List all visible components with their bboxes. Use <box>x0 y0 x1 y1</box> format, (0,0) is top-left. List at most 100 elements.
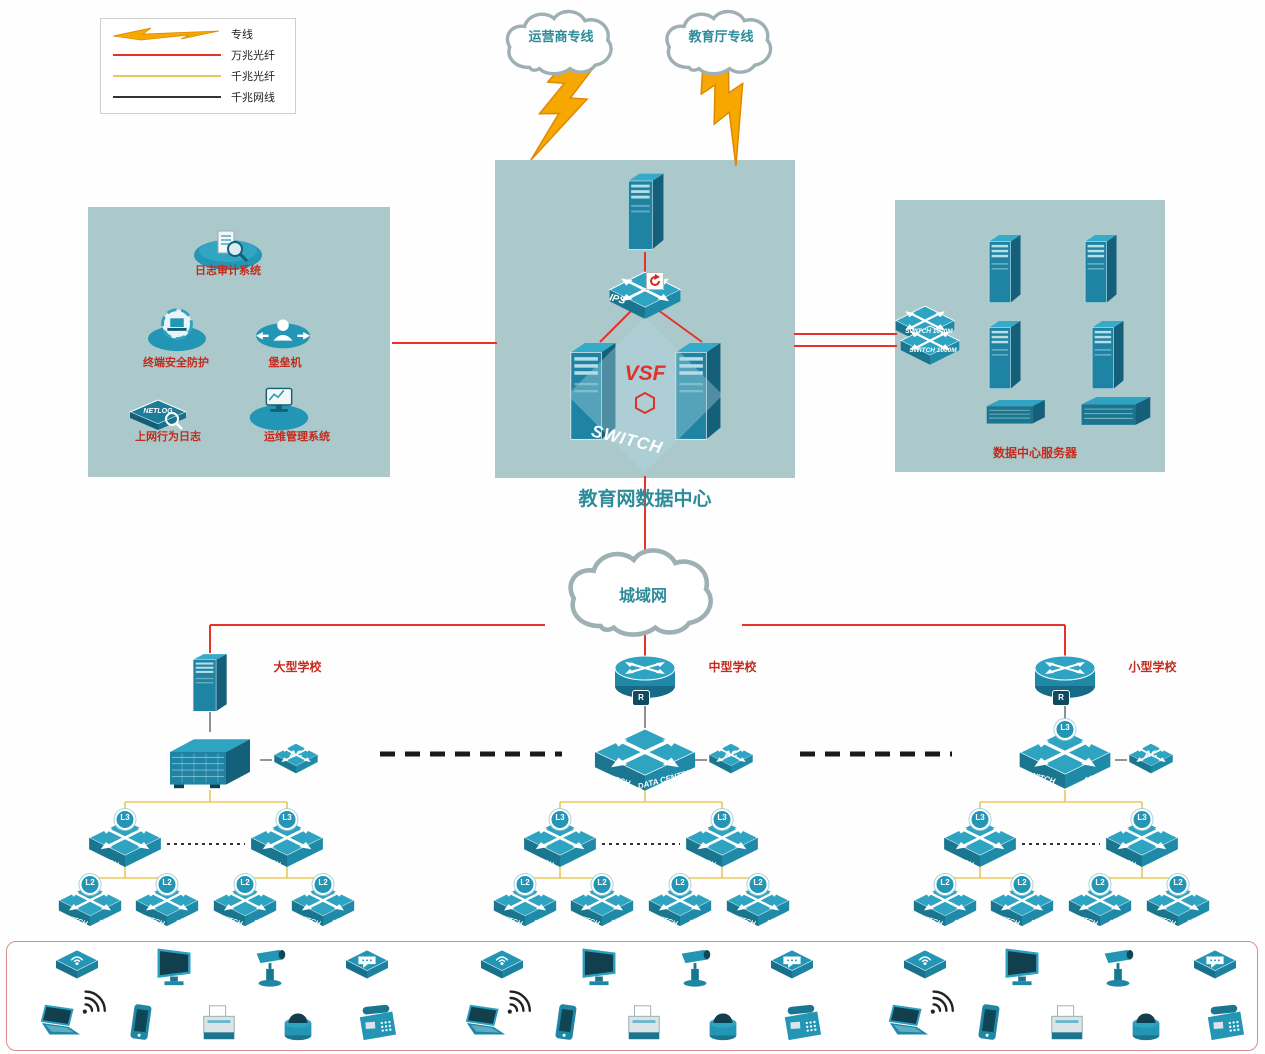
desk-phone-icon[interactable] <box>779 1002 825 1044</box>
bastion-host-icon[interactable] <box>244 306 322 356</box>
smartphone-icon[interactable] <box>117 1002 163 1044</box>
printer-icon[interactable] <box>621 1002 667 1044</box>
ips-status-icon <box>646 272 664 290</box>
l2-access-switch[interactable]: L2 SWITCH 1000M <box>134 874 200 928</box>
red-line-sample <box>113 53 221 56</box>
endpoint-group-medium <box>455 944 835 1046</box>
endpoint-protection-icon[interactable] <box>138 300 216 354</box>
legend-row-dedicated: 专线 <box>101 23 295 44</box>
desktop-monitor-icon[interactable] <box>999 946 1045 988</box>
dome-camera-icon[interactable] <box>700 1002 746 1044</box>
smartphone-icon[interactable] <box>542 1002 588 1044</box>
l3-badge: L3 <box>1131 809 1153 830</box>
firewall-device[interactable] <box>627 173 664 250</box>
l2-badge: L2 <box>312 874 334 895</box>
vsf-hexagon-icon <box>635 392 655 414</box>
laptop-icon[interactable] <box>38 1002 84 1044</box>
l2-badge: L2 <box>1167 874 1189 895</box>
l2-badge: L2 <box>514 874 536 895</box>
printer-icon[interactable] <box>196 1002 242 1044</box>
netlog-text: NETLOG <box>143 408 173 415</box>
netlog-icon[interactable]: NETLOG <box>118 382 198 434</box>
l2-access-switch[interactable]: L2 SWITCH 1000M <box>1067 874 1133 928</box>
school-medium-label: 中型学校 <box>708 660 757 674</box>
laptop-icon[interactable] <box>886 1002 932 1044</box>
l2-access-switch[interactable]: L2 SWITCH 1000M <box>569 874 635 928</box>
voice-chat-icon[interactable] <box>344 946 390 988</box>
voice-chat-icon[interactable] <box>1192 946 1238 988</box>
l3-aggregation-switch[interactable]: L3 SWITCH 1000M <box>684 809 760 869</box>
ptz-camera-icon[interactable] <box>247 946 293 988</box>
dome-camera-icon[interactable] <box>275 1002 321 1044</box>
serverzone-switch-label: SWITCH 1000M <box>905 328 953 335</box>
dc-server-4[interactable] <box>1091 320 1124 390</box>
endpoint-group-small <box>878 944 1258 1046</box>
l3-aggregation-switch[interactable]: L3 SWITCH 1000M <box>942 809 1018 869</box>
ptz-camera-icon[interactable] <box>672 946 718 988</box>
endpoint-group-large <box>30 944 410 1046</box>
l3-badge: L3 <box>711 809 733 830</box>
dc-storage-2[interactable] <box>1081 396 1151 426</box>
core-switch[interactable]: L3 SWITCH 1000M <box>1017 719 1113 790</box>
endpoint-bottom-row <box>463 1002 825 1044</box>
smartphone-icon[interactable] <box>965 1002 1011 1044</box>
l3-badge: L3 <box>276 809 298 830</box>
l2-access-switch[interactable]: L2 SWITCH 1000M <box>290 874 356 928</box>
wireless-controller[interactable]: AC <box>708 742 754 774</box>
l2-access-switch[interactable]: L2 SWITCH 1000M <box>57 874 123 928</box>
dc-storage-1[interactable] <box>986 399 1046 424</box>
dome-camera-icon[interactable] <box>1123 1002 1169 1044</box>
desk-phone-icon[interactable] <box>1202 1002 1248 1044</box>
ac-label: AC <box>289 749 303 759</box>
desktop-monitor-icon[interactable] <box>576 946 622 988</box>
ac-label: AC <box>724 749 738 759</box>
laptop-icon[interactable] <box>463 1002 509 1044</box>
l3-badge: L3 <box>549 809 571 830</box>
l3-aggregation-switch[interactable]: L3 SWITCH 1000M <box>87 809 163 869</box>
legend-row-1g-copper: 千兆网线 <box>101 86 295 107</box>
school-small-label: 小型学校 <box>1128 660 1177 674</box>
router-badge: R <box>632 690 650 706</box>
serverzone-switch-label: SWITCH 1000M <box>909 347 957 354</box>
printer-icon[interactable] <box>1044 1002 1090 1044</box>
aggregation-access-layer: L3 SWITCH 1000M L3 SWITCH 1000M L2 SWITC… <box>45 650 375 942</box>
lightning-sample-icon <box>112 27 220 40</box>
desktop-monitor-icon[interactable] <box>151 946 197 988</box>
legend-label: 专线 <box>231 28 253 41</box>
dc-server-1[interactable] <box>988 234 1021 304</box>
l2-access-switch[interactable]: L2 SWITCH 1000M <box>989 874 1055 928</box>
dc-server-3[interactable] <box>988 320 1021 390</box>
school-large: 大型学校 L3 SWITCH 1000M L3 SWITCH 1000M L2 … <box>45 650 375 942</box>
legend-row-1g-fiber: 千兆光纤 <box>101 65 295 86</box>
endpoint-bottom-row <box>886 1002 1248 1044</box>
l2-badge: L2 <box>234 874 256 895</box>
wireless-controller[interactable]: AC <box>1128 742 1174 774</box>
ac-label: AC <box>1144 749 1158 759</box>
l2-access-switch[interactable]: L2 SWITCH 1000M <box>1145 874 1211 928</box>
voice-chat-icon[interactable] <box>769 946 815 988</box>
l2-access-switch[interactable]: L2 SWITCH 1000M <box>492 874 558 928</box>
aggregation-access-layer: L3 SWITCH 1000M L3 SWITCH 1000M L2 SWITC… <box>900 650 1230 942</box>
l2-access-switch[interactable]: L2 SWITCH 1000M <box>647 874 713 928</box>
l2-access-switch[interactable]: L2 SWITCH 1000M <box>912 874 978 928</box>
wireless-controller[interactable]: AC <box>273 742 319 774</box>
vsf-label: VSF <box>624 362 666 385</box>
l2-access-switch[interactable]: L2 SWITCH 1000M <box>212 874 278 928</box>
cloud-metro-label: 城域网 <box>618 588 667 605</box>
l3-aggregation-switch[interactable]: L3 SWITCH 1000M <box>522 809 598 869</box>
school-small: 小型学校 R L3 SWITCH 1000M L3 SWITCH 1000M L… <box>900 650 1230 942</box>
l2-badge: L2 <box>669 874 691 895</box>
audit-log-icon[interactable] <box>188 222 268 274</box>
l2-access-switch[interactable]: L2 SWITCH 1000M <box>725 874 791 928</box>
ops-management-icon[interactable] <box>240 378 318 434</box>
legend-row-10g: 万兆光纤 <box>101 44 295 65</box>
desk-phone-icon[interactable] <box>354 1002 400 1044</box>
ptz-camera-icon[interactable] <box>1095 946 1141 988</box>
dc-server-2[interactable] <box>1084 234 1117 304</box>
l3-aggregation-switch[interactable]: L3 SWITCH 1000M <box>249 809 325 869</box>
endpoint-protection-label: 终端安全防护 <box>143 357 209 369</box>
legend-label: 千兆网线 <box>231 91 275 104</box>
l3-aggregation-switch[interactable]: L3 SWITCH 1000M <box>1104 809 1180 869</box>
l2-badge: L2 <box>591 874 613 895</box>
